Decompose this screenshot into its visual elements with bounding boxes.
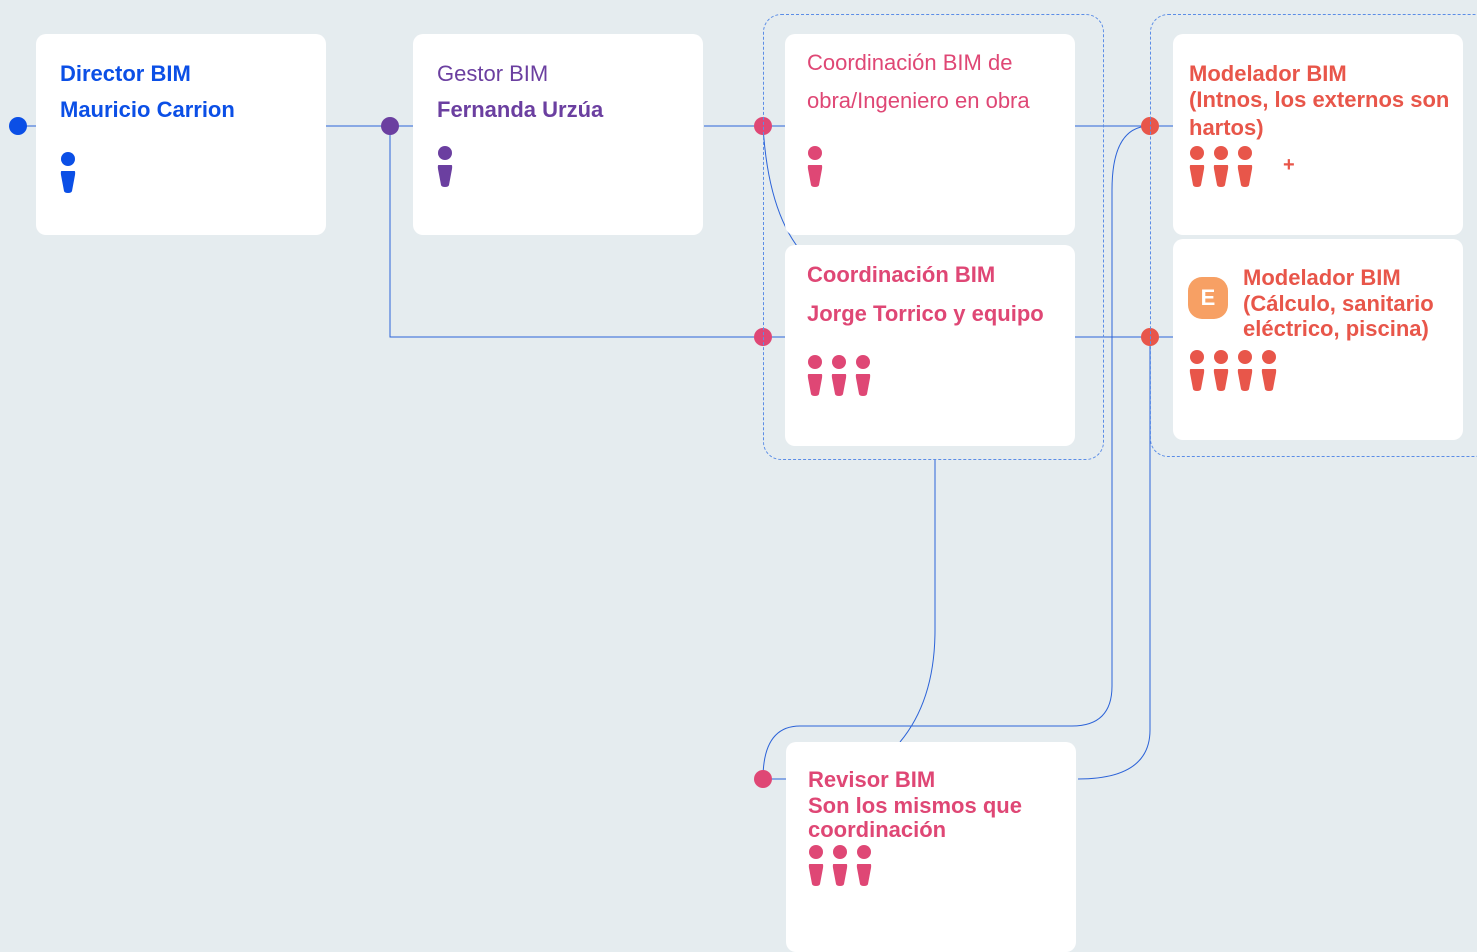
person-icon (1213, 146, 1229, 187)
person-icon (1189, 350, 1205, 391)
person-icon (831, 355, 847, 396)
people-icons (807, 146, 823, 188)
card-title-line-1: Modelador BIM (1189, 61, 1347, 86)
person-icon (60, 152, 76, 193)
node-dot-director (9, 117, 27, 135)
link-coord-obra-curve (762, 125, 801, 251)
person-icon (807, 355, 823, 396)
card-person-name: Mauricio Carrion (60, 97, 235, 122)
node-dot-revisor (754, 770, 772, 788)
card-modelador-internos[interactable]: Modelador BIM (Intnos, los externos son … (1173, 34, 1463, 235)
people-icons (1189, 350, 1277, 392)
link-modelador-revisor (762, 125, 1151, 780)
card-title-line-3: eléctrico, piscina) (1243, 316, 1429, 341)
people-icons (807, 355, 871, 397)
card-title-line-1: Coordinación BIM de (807, 50, 1013, 75)
card-title-line-2: Son los mismos que (808, 793, 1022, 818)
card-person-name: Fernanda Urzúa (437, 97, 604, 122)
external-badge: E (1188, 277, 1228, 319)
card-director-bim[interactable]: Director BIM Mauricio Carrion (36, 34, 326, 235)
card-title: Director BIM (60, 61, 191, 86)
link-gestor-coord-bim (389, 126, 785, 338)
card-title: Gestor BIM (437, 61, 549, 86)
card-person-name: Jorge Torrico y equipo (807, 301, 1044, 326)
plus-indicator: + (1283, 154, 1295, 176)
card-title-line-1: Revisor BIM (808, 767, 936, 792)
card-coordinacion-bim[interactable]: Coordinación BIM Jorge Torrico y equipo (785, 245, 1075, 446)
card-title: Coordinación BIM (807, 262, 996, 287)
card-title-line-3: coordinación (808, 817, 947, 842)
link-modelador-e-revisor (1077, 337, 1151, 780)
people-icons (1189, 146, 1253, 188)
person-icon (855, 355, 871, 396)
card-title-line-2: (Cálculo, sanitario (1243, 291, 1434, 316)
card-title-line-3: hartos) (1189, 115, 1264, 140)
card-modelador-externos[interactable]: E Modelador BIM (Cálculo, sanitario eléc… (1173, 239, 1463, 440)
link-coord-bim-revisor (899, 460, 936, 743)
people-icons (60, 152, 76, 194)
card-coordinacion-obra[interactable]: Coordinación BIM de obra/Ingeniero en ob… (785, 34, 1075, 235)
person-icon (807, 146, 823, 187)
node-dot-gestor (381, 117, 399, 135)
person-icon (1261, 350, 1277, 391)
person-icon (832, 845, 848, 886)
card-title-line-2: (Intnos, los externos son (1189, 87, 1450, 112)
person-icon (1237, 350, 1253, 391)
person-icon (1237, 146, 1253, 187)
people-icons (437, 146, 453, 188)
modeler-group-outline (1150, 14, 1477, 457)
coordination-group-outline (763, 14, 1104, 460)
person-icon (808, 845, 824, 886)
person-icon (1189, 146, 1205, 187)
person-icon (1213, 350, 1229, 391)
people-icons (808, 845, 872, 887)
card-revisor-bim[interactable]: Revisor BIM Son los mismos que coordinac… (786, 742, 1076, 952)
card-title-line-1: Modelador BIM (1243, 265, 1401, 290)
card-gestor-bim[interactable]: Gestor BIM Fernanda Urzúa (413, 34, 703, 235)
person-icon (856, 845, 872, 886)
person-icon (437, 146, 453, 187)
card-title-line-2: obra/Ingeniero en obra (807, 88, 1030, 113)
